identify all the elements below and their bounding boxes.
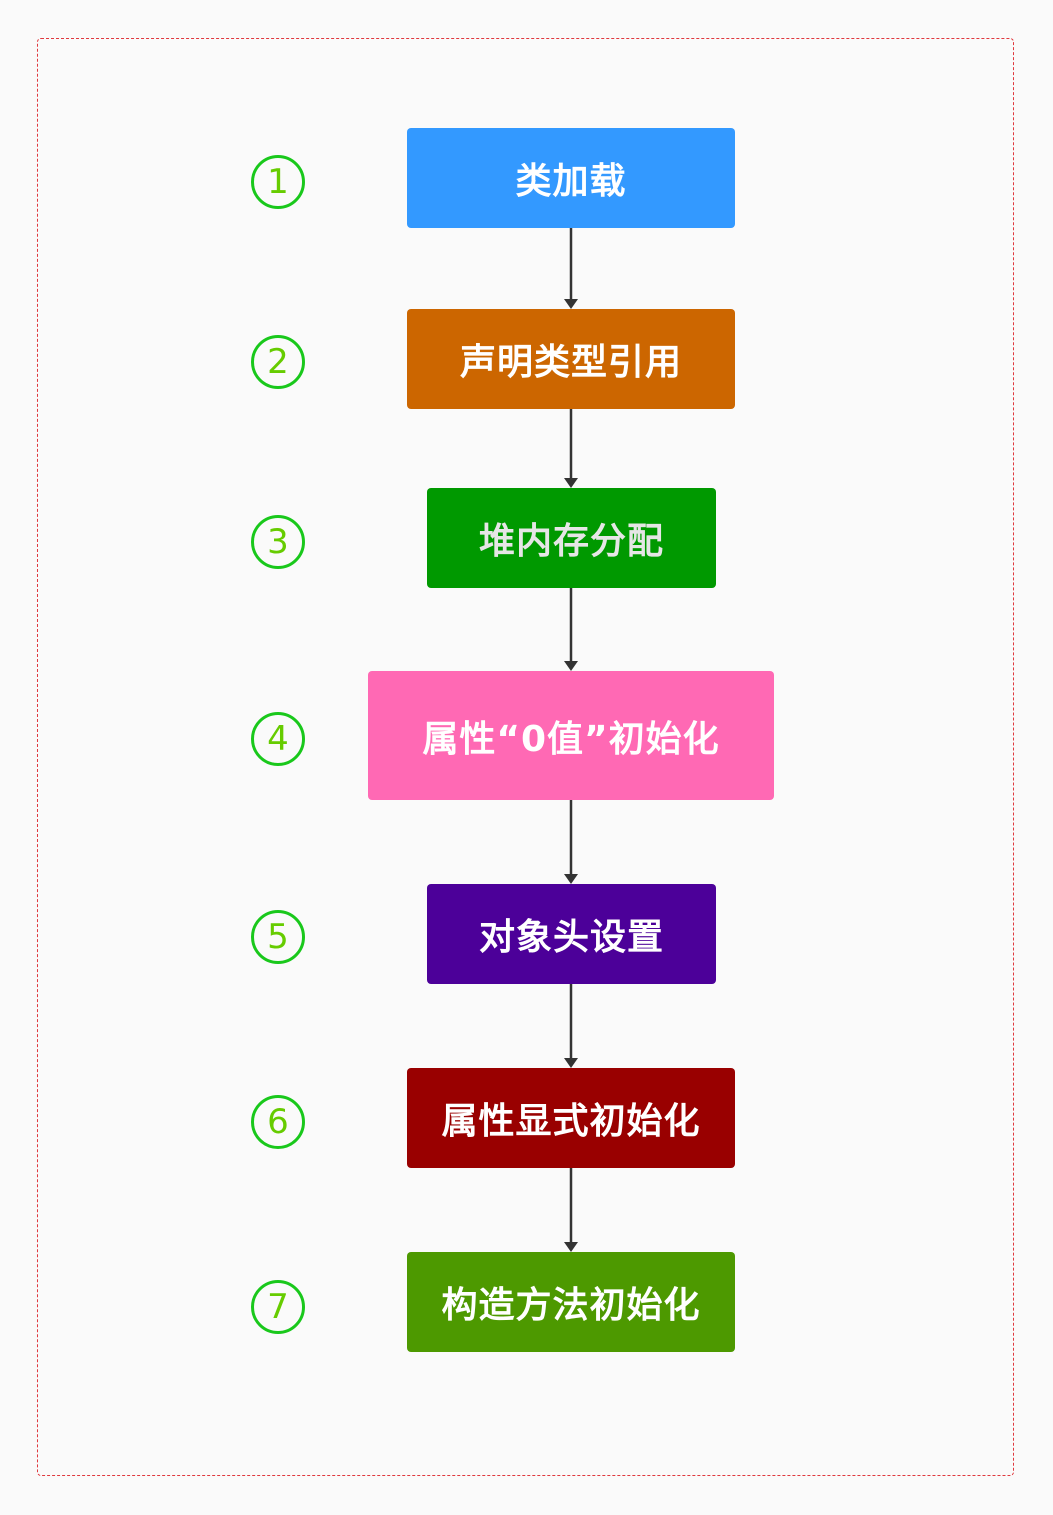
step-number-badge: 4	[251, 712, 305, 766]
step-label: 类加载	[515, 161, 627, 202]
step-box: 堆内存分配	[427, 488, 716, 588]
step-box: 构造方法初始化	[407, 1252, 735, 1352]
step-number-badge: 7	[251, 1280, 305, 1334]
step-number-badge: 6	[251, 1095, 305, 1149]
step-label: 构造方法初始化	[441, 1285, 701, 1326]
step-box: 属性“0值”初始化	[368, 671, 774, 800]
step-number-badge: 1	[251, 155, 305, 209]
step-box: 声明类型引用	[407, 309, 735, 409]
step-number-badge: 2	[251, 335, 305, 389]
step-label: 属性“0值”初始化	[422, 718, 720, 760]
step-label: 属性显式初始化	[441, 1101, 701, 1142]
step-box: 类加载	[407, 128, 735, 228]
step-box: 对象头设置	[427, 884, 716, 984]
step-number-badge: 3	[251, 515, 305, 569]
step-label: 对象头设置	[478, 917, 664, 958]
step-number-badge: 5	[251, 910, 305, 964]
dashed-frame	[37, 38, 1014, 1476]
step-label: 堆内存分配	[478, 521, 664, 562]
step-box: 属性显式初始化	[407, 1068, 735, 1168]
step-label: 声明类型引用	[459, 342, 682, 383]
